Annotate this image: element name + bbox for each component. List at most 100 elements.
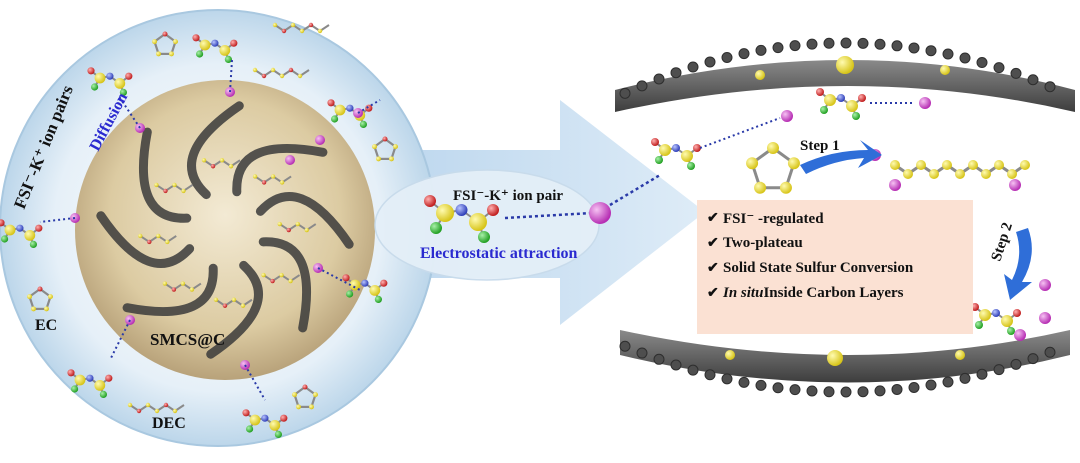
feature-text: Two-plateau <box>723 235 803 251</box>
atom-F <box>687 162 695 170</box>
carbon-sheet <box>187 101 244 200</box>
check-icon: ✔ <box>707 236 719 251</box>
atom-O <box>365 104 373 112</box>
feature-text: FSI⁻ -regulated <box>723 211 824 227</box>
atom-S <box>725 350 735 360</box>
atom-O <box>286 227 291 233</box>
features-box: ✔ FSI⁻ -regulated ✔ Two-plateau ✔ Solid … <box>697 200 973 334</box>
atom-S <box>942 160 952 170</box>
atom-S <box>292 392 298 398</box>
atom-N <box>16 224 24 232</box>
atom-F <box>1007 327 1015 335</box>
atom-S <box>156 51 162 57</box>
dec-label: DEC <box>152 415 186 432</box>
atom-S <box>388 156 394 162</box>
atom-S <box>779 181 792 194</box>
atom-S <box>1007 169 1017 179</box>
ion-pair-molecule <box>424 173 661 243</box>
diffusion-line <box>357 99 381 114</box>
atom-S <box>240 303 246 308</box>
atom-O <box>288 67 294 73</box>
atom-O <box>693 144 701 152</box>
atom-O <box>327 99 335 107</box>
atom-S <box>31 306 37 312</box>
atom-S <box>349 279 361 291</box>
atom-O <box>302 384 308 390</box>
carbon-atom <box>959 372 971 384</box>
atom-O <box>280 414 288 422</box>
atom-S <box>890 160 900 170</box>
atom-S <box>312 392 318 398</box>
atom-S <box>767 142 779 154</box>
atom-N <box>261 414 269 422</box>
atom-S <box>376 156 382 162</box>
ion-pair-label: FSI⁻-K⁺ ion pair <box>453 188 563 204</box>
carbon-sheet <box>255 192 354 249</box>
atom-S <box>172 39 178 45</box>
atom-N <box>211 39 219 47</box>
atom-S <box>469 213 487 231</box>
carbon-atom <box>1044 81 1056 93</box>
atom-F <box>246 425 254 433</box>
diffusion-line <box>244 364 266 401</box>
atom-S <box>929 169 939 179</box>
feature-row: ✔ FSI⁻ -regulated <box>707 206 963 231</box>
atom-S <box>154 408 160 414</box>
atom-O <box>281 28 287 34</box>
smcs-particle <box>75 80 375 380</box>
atom-K <box>315 135 325 145</box>
atom-S <box>659 144 671 156</box>
atom-S <box>824 94 836 106</box>
carbon-atom <box>840 386 852 398</box>
atom-O <box>261 180 267 185</box>
atom-F <box>430 222 442 234</box>
atom-S <box>981 169 991 179</box>
atom-S <box>270 67 276 73</box>
atom-N <box>992 309 1000 317</box>
halo-molecules <box>0 22 398 438</box>
atom-S <box>846 100 858 112</box>
atom-S <box>308 404 314 410</box>
atom-F <box>1 235 9 243</box>
atom-F <box>478 231 490 243</box>
carbon-atom <box>653 73 665 85</box>
carbon-atom <box>908 382 920 393</box>
carbon-atom <box>1027 353 1039 365</box>
atom-S <box>787 157 800 170</box>
carbon-atom <box>772 42 784 54</box>
atom-K <box>1009 179 1021 191</box>
atom-S <box>755 70 765 80</box>
carbon-layer-bottom <box>620 330 1070 383</box>
atom-O <box>35 224 43 232</box>
atom-O <box>171 287 177 292</box>
atom-O <box>210 164 216 169</box>
atom-O <box>147 239 152 245</box>
atom-S <box>269 420 281 431</box>
carbon-atom <box>993 364 1005 376</box>
feature-row: ✔ Solid State Sulfur Conversion <box>707 256 963 281</box>
carbon-atom <box>857 37 869 49</box>
atom-S <box>219 45 231 56</box>
atom-O <box>270 278 275 284</box>
atom-S <box>827 350 843 366</box>
atom-S <box>261 272 266 278</box>
carbon-atom <box>1010 358 1022 370</box>
feature-row: ✔ Two-plateau <box>707 231 963 256</box>
atom-F <box>346 290 354 298</box>
atom-S <box>304 227 309 233</box>
atom-S <box>277 221 282 227</box>
atom-S <box>181 188 186 194</box>
atom-S <box>681 150 693 162</box>
atom-S <box>916 160 926 170</box>
carbon-atom <box>789 384 801 396</box>
atom-O <box>1013 309 1021 317</box>
atom-N <box>672 144 680 152</box>
atom-S <box>994 160 1004 170</box>
atom-S <box>162 281 168 286</box>
atom-S <box>231 297 237 302</box>
atom-F <box>224 55 232 64</box>
atom-S <box>27 294 33 300</box>
carbon-atom <box>976 368 988 380</box>
atom-S <box>165 239 170 245</box>
carbon-atom <box>823 37 835 49</box>
